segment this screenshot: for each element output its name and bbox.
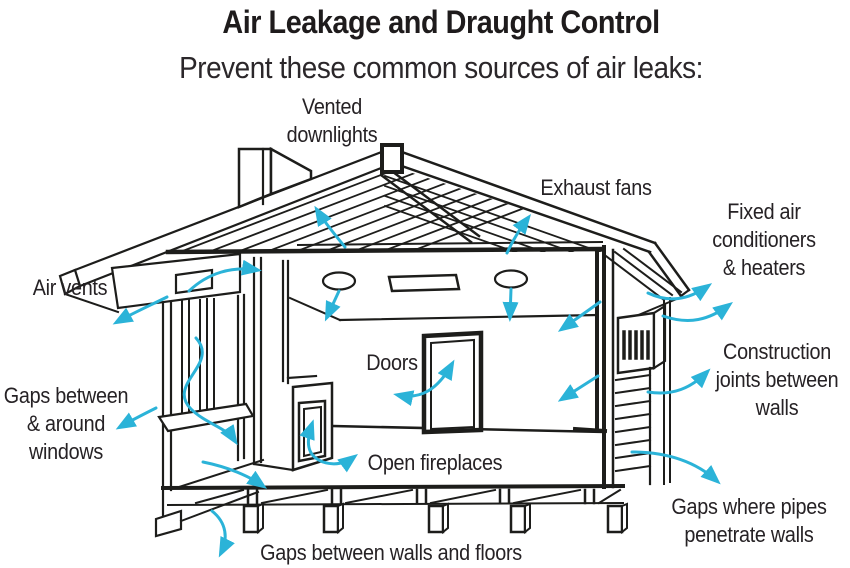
fireplace <box>252 256 334 472</box>
page-title: Air Leakage and Draught Control <box>222 4 660 40</box>
arrow-exhaust-fans <box>505 213 531 255</box>
arrow-vented-downlights-roof <box>314 205 347 249</box>
downlight-right <box>493 269 529 289</box>
arrow-construction-joints <box>646 368 711 395</box>
arrow-wall-floor-gap <box>201 460 268 489</box>
chimney <box>237 146 313 209</box>
arrow-fixed-ac-upper <box>646 283 713 302</box>
arrow-downlight-right <box>502 287 519 322</box>
arrow-gaps-windows <box>115 406 158 430</box>
right-wall-exterior <box>595 245 683 489</box>
arrow-window-draught <box>182 336 238 446</box>
arrow-wall-lower <box>557 374 600 402</box>
bearer-line <box>166 501 625 507</box>
eave-end-cap <box>58 268 82 296</box>
left-eave <box>110 252 242 310</box>
arrow-air-vents <box>112 295 169 325</box>
page-subtitle: Prevent these common sources of air leak… <box>179 50 703 85</box>
back-wall <box>331 330 608 435</box>
label-fixed-air-conditioners: Fixed air conditioners & heaters <box>712 199 816 280</box>
wall-top-edge <box>338 313 599 322</box>
floor-structure <box>160 483 628 535</box>
label-gaps-windows: Gaps between & around windows <box>3 383 129 464</box>
arrow-underfloor <box>210 509 235 558</box>
label-exhaust-fans: Exhaust fans <box>540 175 652 200</box>
arrow-wall-upper <box>557 300 602 332</box>
floor-joists <box>194 488 622 505</box>
airflow-arrows <box>112 205 734 558</box>
downlight-left <box>321 271 357 291</box>
arrow-door-draught <box>393 359 455 406</box>
door-frame <box>421 330 484 435</box>
label-open-fireplaces: Open fireplaces <box>367 450 503 475</box>
arrow-fixed-ac-lower <box>661 302 734 322</box>
arrow-fireplace <box>299 419 359 473</box>
label-gaps-floors: Gaps between walls and floors <box>260 540 522 565</box>
siding <box>614 366 652 486</box>
bargeboard <box>653 241 691 292</box>
label-vented-downlights: Vented downlights <box>286 94 378 147</box>
left-roof-slope <box>73 149 386 272</box>
ac-unit <box>616 303 667 375</box>
label-construction-joints: Construction joints between walls <box>715 339 839 420</box>
arrow-downlight-left <box>324 289 341 322</box>
hip-rafter-2 <box>379 173 473 244</box>
floor-line <box>160 483 626 491</box>
label-gaps-pipes: Gaps where pipes penetrate walls <box>671 494 827 547</box>
roof-vent-box <box>380 143 404 174</box>
hip-rafter <box>387 167 481 238</box>
eave-vent-slot <box>174 268 214 295</box>
ceiling-vent <box>387 273 461 293</box>
label-air-vents: Air vents <box>32 275 108 300</box>
arrow-eave-vent <box>187 259 262 293</box>
arrow-pipes <box>630 450 721 485</box>
label-doors: Doors <box>366 350 418 375</box>
foundation-foot <box>154 509 183 538</box>
ceiling <box>165 240 605 322</box>
ceiling-line <box>165 246 605 255</box>
stumps <box>242 502 628 535</box>
ridge-board <box>400 150 657 245</box>
